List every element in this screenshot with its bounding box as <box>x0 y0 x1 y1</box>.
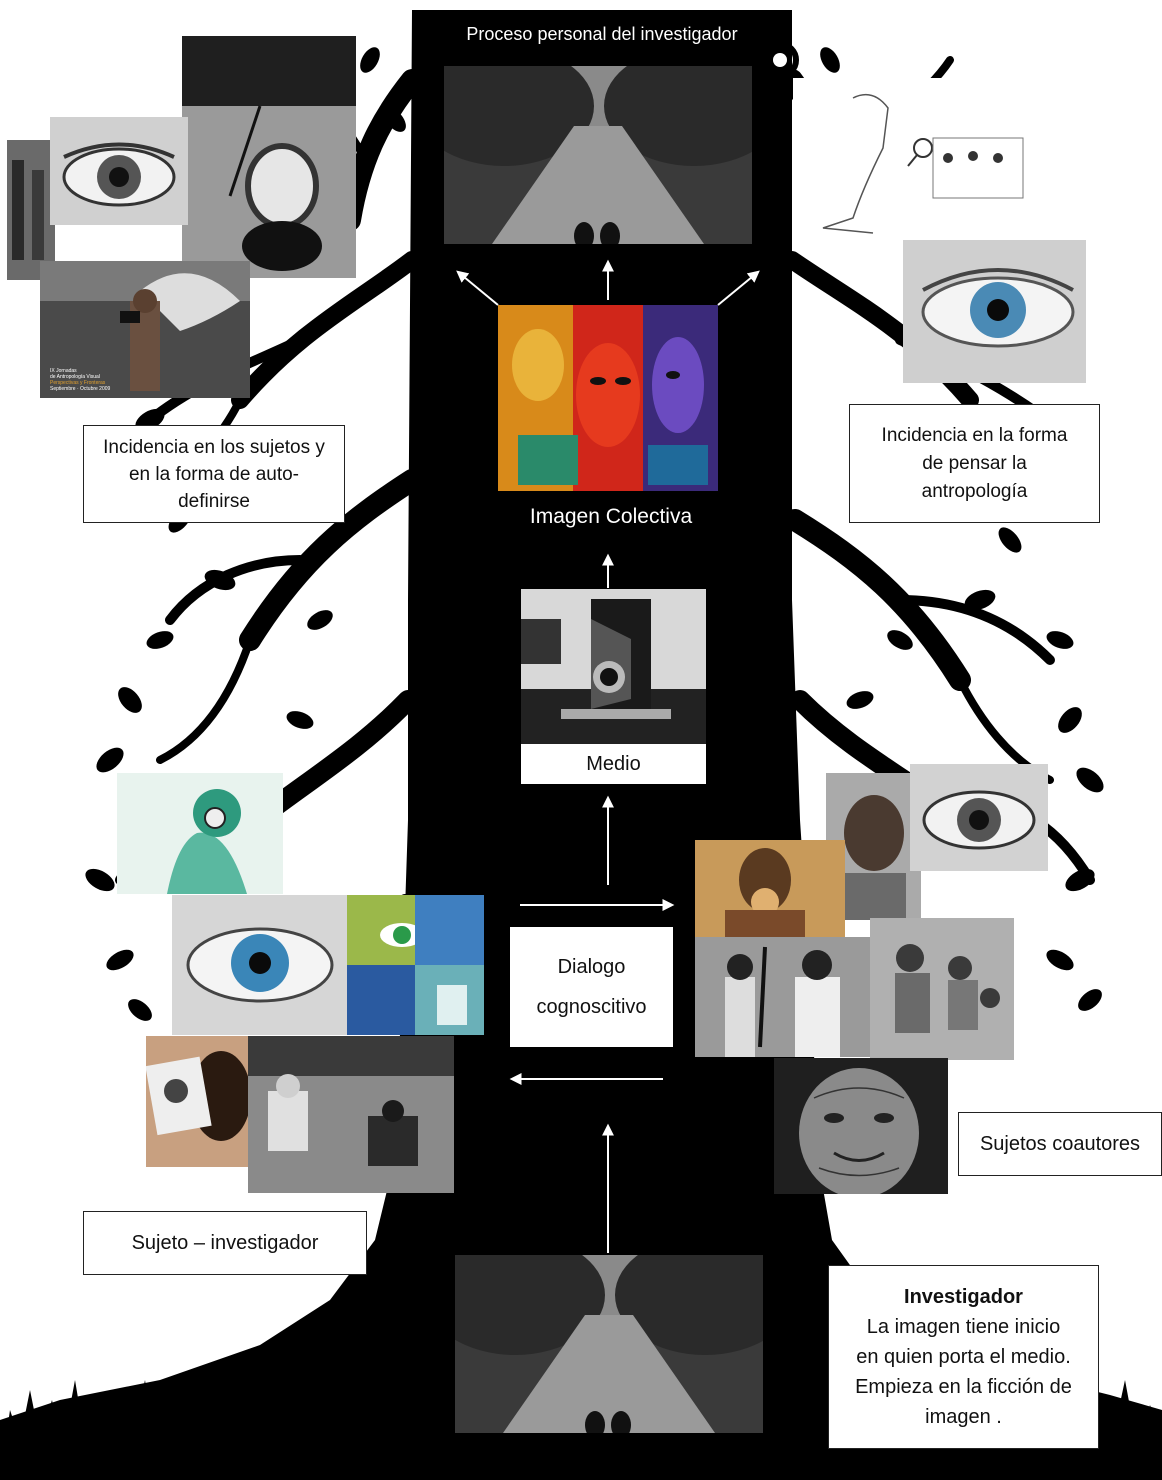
tattooed-face-photo <box>774 1058 948 1194</box>
indigenous-family-photo <box>870 918 1014 1060</box>
lip-plate-woman-photo <box>695 840 845 937</box>
collective-image-label: Imagen Colectiva <box>529 505 693 528</box>
coauthor-subjects-box: Sujetos coautores <box>958 1112 1162 1176</box>
eye-photo-blue-left <box>172 895 348 1035</box>
researcher-line: imagen . <box>925 1406 1002 1428</box>
right-incidence-line: Incidencia en la forma <box>881 424 1068 446</box>
top-title: Proceso personal del investigador <box>466 24 738 44</box>
subject-researcher-text: Sujeto – investigador <box>131 1232 319 1254</box>
eye-photo-blue-right <box>903 240 1086 383</box>
tech-eye-collage <box>347 895 484 1035</box>
researcher-line: La imagen tiene inicio <box>866 1316 1061 1338</box>
children-guns-photo <box>695 937 871 1057</box>
dialogue-line: Dialogo <box>557 956 626 978</box>
collective-image-painting <box>498 305 718 491</box>
medium-text: Medio <box>586 753 641 775</box>
researcher-line: Empieza en la ficción de <box>855 1376 1072 1398</box>
left-incidence-line: definirse <box>178 490 250 512</box>
right-incidence-line: de pensar la <box>922 452 1027 474</box>
people-strip-photo <box>7 140 55 280</box>
photographer-poster <box>40 261 250 398</box>
woman-photo <box>146 1036 250 1167</box>
eye-photo-grey-right <box>910 764 1048 871</box>
right-incidence-box: Incidencia en la forma de pensar la antr… <box>849 404 1100 523</box>
researcher-title: Investigador <box>904 1286 1023 1308</box>
left-incidence-line: en la forma de auto- <box>128 463 300 485</box>
researcher-box: Investigador La imagen tiene inicio en q… <box>828 1265 1099 1449</box>
coauthor-subjects-text: Sujetos coautores <box>979 1133 1141 1155</box>
camera-drawing-photo <box>117 773 283 894</box>
medium-label: Medio <box>521 744 706 784</box>
road-photo-bottom <box>455 1255 763 1433</box>
poster-line: Septiembre · Octubre 2009 <box>50 386 111 392</box>
dialogue-box: Dialogo cognoscitivo <box>510 927 673 1047</box>
road-photo-top <box>444 66 752 244</box>
poster-caption: IX Jornadas de Antropología Visual Persp… <box>50 368 150 392</box>
magnifier-sketch <box>793 78 1053 238</box>
researcher-line: en quien porta el medio. <box>856 1346 1071 1368</box>
fieldwork-photo <box>248 1036 454 1193</box>
subject-researcher-box: Sujeto – investigador <box>83 1211 367 1275</box>
dialogue-line: cognoscitivo <box>536 996 647 1018</box>
left-incidence-box: Incidencia en los sujetos y en la forma … <box>83 425 345 523</box>
lake-hand-photo <box>182 36 356 278</box>
left-incidence-line: Incidencia en los sujetos y <box>103 436 325 458</box>
camera-photo <box>521 589 706 744</box>
poster-line: de Antropología Visual <box>50 374 100 380</box>
poster-line: IX Jornadas <box>50 368 77 374</box>
poster-line: Perspectivas y Fronteras <box>50 380 106 386</box>
eye-photo-grey-left <box>50 117 188 225</box>
right-incidence-line: antropología <box>921 480 1028 502</box>
